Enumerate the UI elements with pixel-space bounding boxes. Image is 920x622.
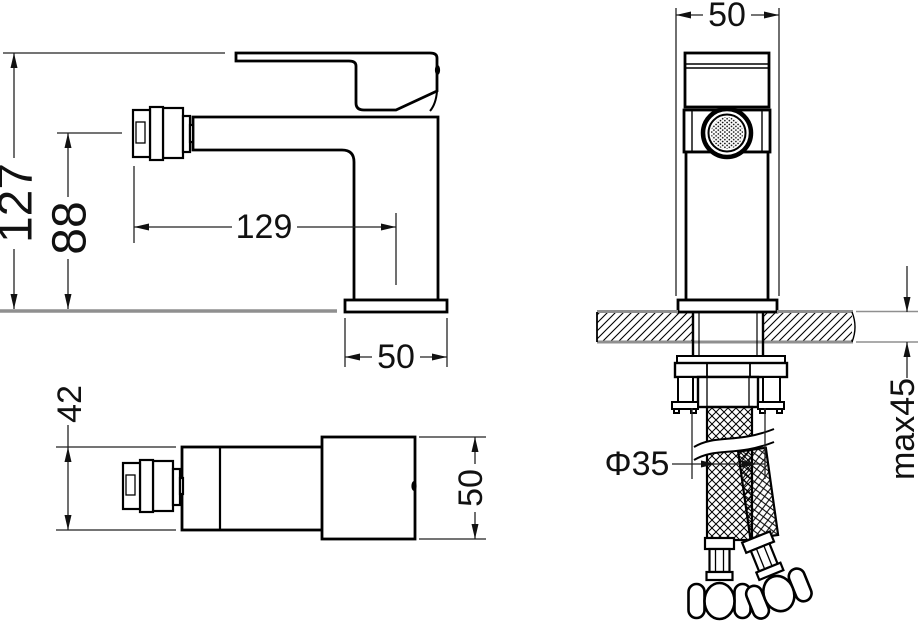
mounting-stud-right: [757, 376, 785, 414]
aerator-front: [700, 106, 754, 160]
base-plate: [343, 298, 449, 314]
dim-max-counter-thickness: max45: [884, 266, 920, 480]
dim-label-50-base: 50: [377, 338, 415, 376]
dim-base-width: 50: [344, 318, 448, 376]
hex-nut-left: [687, 581, 752, 621]
front-handle-block: [683, 51, 771, 109]
dim-label-50-front: 50: [708, 0, 746, 34]
hex-nut-right: [744, 567, 813, 620]
dim-top-handle-width: 50: [419, 436, 490, 540]
front-view: [676, 51, 779, 314]
hose-fitting-right: [740, 529, 813, 620]
mounting-hardware: [671, 312, 789, 414]
top-view-dot: [411, 481, 417, 491]
front-base-flange: [676, 298, 779, 314]
handle-dot: [434, 65, 441, 75]
dim-label-129: 129: [236, 208, 293, 246]
dim-hole-diameter: Φ35: [605, 408, 766, 483]
top-view: [121, 435, 417, 541]
top-view-handle-plate: [320, 435, 417, 541]
dim-label-127: 127: [0, 163, 43, 243]
dim-label-42: 42: [51, 385, 89, 423]
dim-label-max45: max45: [884, 378, 920, 480]
aerator-top: [121, 458, 185, 514]
dimensions: 127 88 129 50: [0, 0, 920, 540]
dim-top-body-width: 42: [51, 385, 176, 531]
dim-label-50-top: 50: [452, 469, 490, 507]
dim-outlet-height: 88: [44, 132, 122, 309]
dim-front-width: 50: [675, 0, 780, 296]
spout-body-outline: [191, 115, 440, 302]
front-body-column: [684, 150, 770, 302]
hose-left-braid: [705, 405, 754, 542]
handle-lever: [234, 51, 439, 112]
dim-overall-height: 127: [0, 52, 225, 309]
mounting-stud-left: [671, 376, 699, 414]
lock-nut: [673, 361, 789, 379]
counter-hatch-left: [597, 313, 692, 341]
side-view: [0, 51, 449, 314]
supply-hoses: [687, 405, 813, 621]
dim-label-phi35: Φ35: [605, 445, 670, 483]
dim-label-88: 88: [44, 201, 97, 254]
aerator-side: [131, 105, 195, 162]
handle-pivot-line: [429, 90, 438, 112]
counter-hatch-right: [763, 313, 852, 341]
countertop: [596, 310, 918, 344]
hose-fitting-left: [687, 536, 752, 621]
dim-spout-reach: 129: [133, 166, 397, 285]
